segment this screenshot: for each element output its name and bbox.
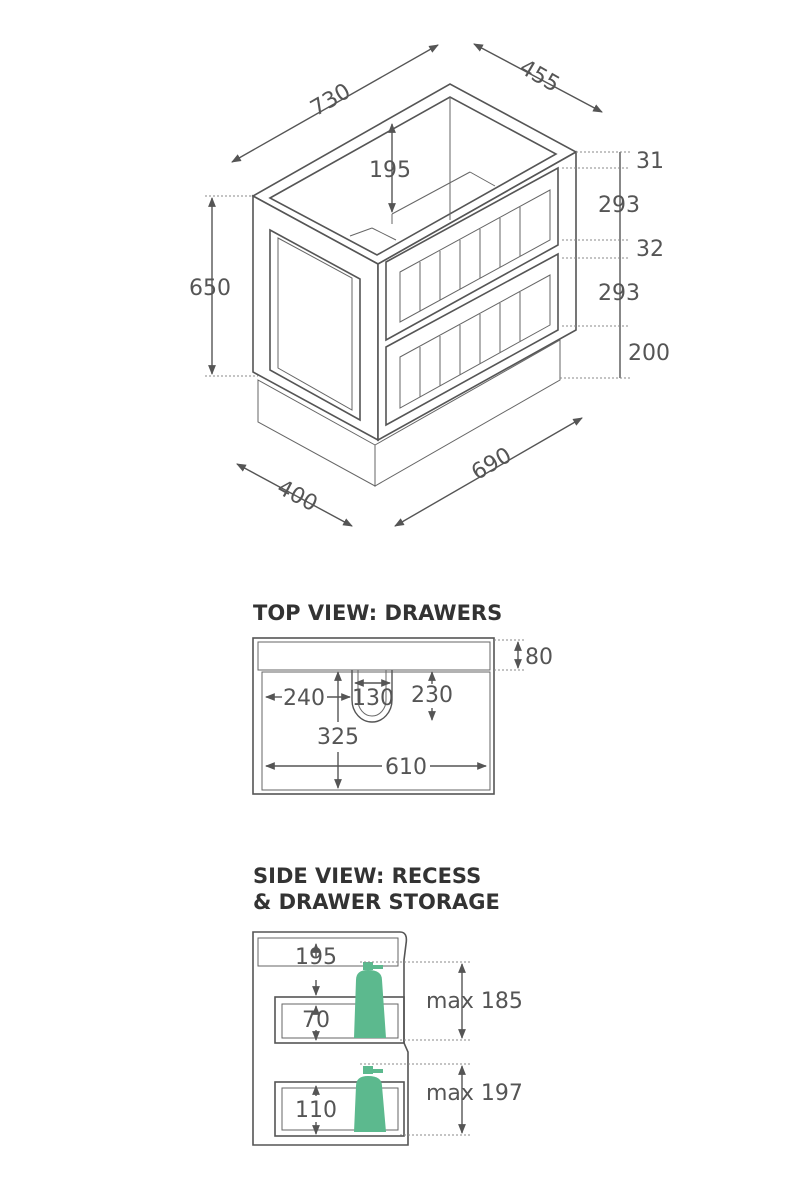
dim-110: 110: [295, 1098, 337, 1123]
dim-plinth: 200: [628, 341, 670, 366]
dim-recess: 195: [369, 158, 411, 183]
dim-max-185: max 185: [426, 989, 523, 1014]
side-view: SIDE VIEW: RECESS & DRAWER STORAGE: [252, 864, 523, 1146]
isometric-cabinet: 730 455 195 650 31 293 32 293 200 400 69…: [189, 43, 670, 527]
dim-610: 610: [385, 755, 427, 780]
dim-height: 650: [189, 276, 231, 301]
dim-293-top: 293: [598, 193, 640, 218]
side-view-heading-line1: SIDE VIEW: RECESS: [253, 864, 481, 888]
top-view-heading: TOP VIEW: DRAWERS: [253, 601, 502, 625]
dim-depth-base: 400: [273, 475, 322, 517]
bottle-bottom: [354, 1066, 386, 1132]
drawer-slats: [419, 207, 521, 397]
dim-70: 70: [302, 1008, 330, 1033]
dim-80: 80: [525, 645, 553, 670]
dim-31: 31: [636, 149, 664, 174]
dim-max-197: max 197: [426, 1081, 523, 1106]
dim-230: 230: [411, 683, 453, 708]
bottle-top: [354, 962, 386, 1038]
dim-240: 240: [283, 686, 325, 711]
dim-recess-195: 195: [295, 945, 337, 970]
dim-32: 32: [636, 237, 664, 262]
dim-325: 325: [317, 725, 359, 750]
dim-130: 130: [352, 686, 394, 711]
dim-293-bottom: 293: [598, 281, 640, 306]
dim-depth-top: 455: [515, 55, 564, 98]
top-view: TOP VIEW: DRAWERS 80 240 130 230 325 610: [252, 601, 553, 795]
side-view-heading-line2: & DRAWER STORAGE: [253, 890, 500, 914]
